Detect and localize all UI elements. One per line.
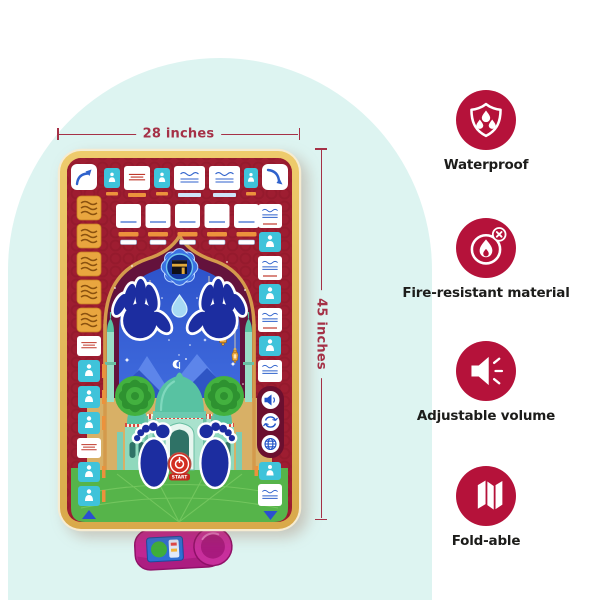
feature-waterproof: Waterproof: [398, 90, 574, 173]
left-column-tiles: [76, 195, 106, 519]
up-arrow-icon: [82, 510, 96, 519]
start-button: START: [167, 452, 192, 481]
speaker-sticker: [146, 535, 184, 563]
feature-label: Fold-able: [451, 533, 521, 549]
feature-label: Waterproof: [443, 157, 529, 173]
start-button-label: START: [172, 475, 187, 481]
flame-crossed-icon: [456, 218, 516, 278]
kaaba-icon: [172, 260, 187, 274]
feature-label: Adjustable volume: [416, 408, 556, 424]
droplet-icon: [171, 293, 188, 318]
shield-water-drops-icon: [456, 90, 516, 150]
prayer-mat-product-image: START: [57, 148, 302, 532]
down-arrow-icon: [263, 511, 278, 520]
folded-map-icon: [456, 466, 516, 526]
top-row-tiles: [104, 166, 258, 197]
width-dimension-line: 28 inches: [57, 126, 300, 142]
feature-label: Fire-resistant material: [402, 285, 570, 301]
speaker-volume-icon: [456, 341, 516, 401]
feature-foldable: Fold-able: [398, 466, 574, 549]
prev-arrow-tile: [71, 164, 97, 190]
crescent-icon: [172, 360, 180, 369]
rosette-right: [204, 376, 244, 416]
repeat-button: [261, 413, 280, 431]
height-dimension-label: 45 inches: [311, 290, 331, 378]
grass-area: [71, 468, 288, 523]
rosette-left: [115, 376, 155, 416]
main-dome: [155, 372, 204, 412]
speaker-unit: [132, 521, 240, 576]
kaaba-medallion: [160, 248, 199, 286]
width-dimension-label: 28 inches: [135, 126, 222, 142]
next-arrow-tile: [262, 164, 288, 190]
prayer-step-tiles: [116, 204, 259, 245]
feature-adjustable-volume: Adjustable volume: [398, 341, 574, 424]
height-dimension-line: 45 inches: [311, 148, 331, 520]
language-globe-button: [261, 435, 280, 453]
feature-fire-resistant: Fire-resistant material: [398, 218, 574, 301]
right-column-tiles: [254, 204, 284, 520]
volume-button: [261, 391, 280, 409]
